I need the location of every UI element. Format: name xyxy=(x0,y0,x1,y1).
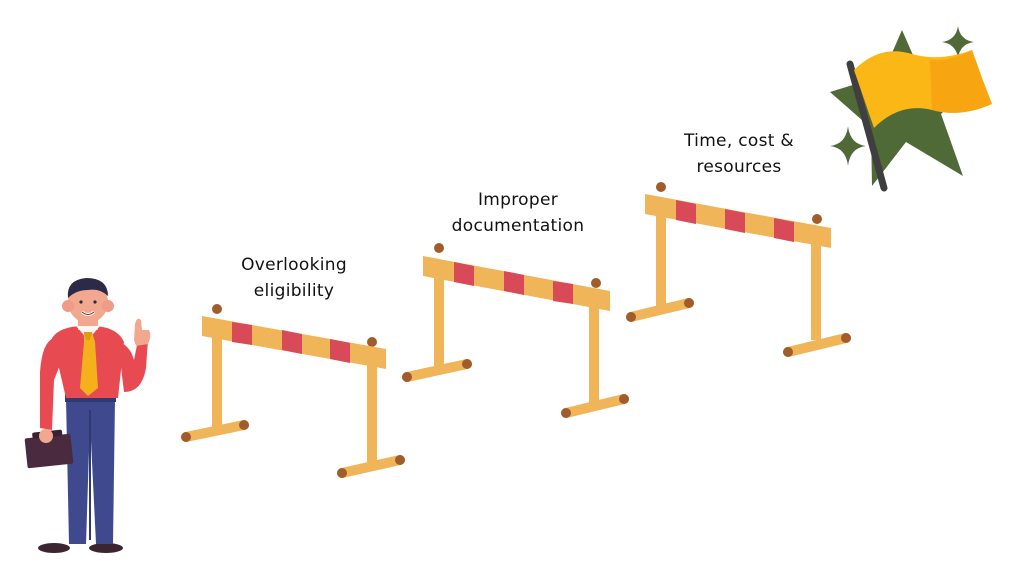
hurdle-3-label-line2: resources xyxy=(696,157,782,178)
hurdle-1-label: Overlooking eligibility xyxy=(214,252,374,305)
hurdle-3-label-line1: Time, cost & xyxy=(684,131,794,151)
hurdle-2-label-line1: Improper xyxy=(477,190,559,210)
finish-flag-star-icon xyxy=(830,26,992,192)
hurdle-3-label: Time, cost & resources xyxy=(664,128,814,181)
hurdle-3 xyxy=(626,182,851,357)
hurdle-2 xyxy=(402,243,629,418)
hurdle-1-label-line2: eligibility xyxy=(253,281,335,302)
businessman-icon xyxy=(24,278,151,553)
hurdle-2-label: Improper documentation xyxy=(436,187,600,240)
hurdle-1 xyxy=(181,304,405,478)
hurdle-1-label-line1: Overlooking xyxy=(241,255,347,275)
hurdle-2-label-line2: documentation xyxy=(451,216,585,237)
